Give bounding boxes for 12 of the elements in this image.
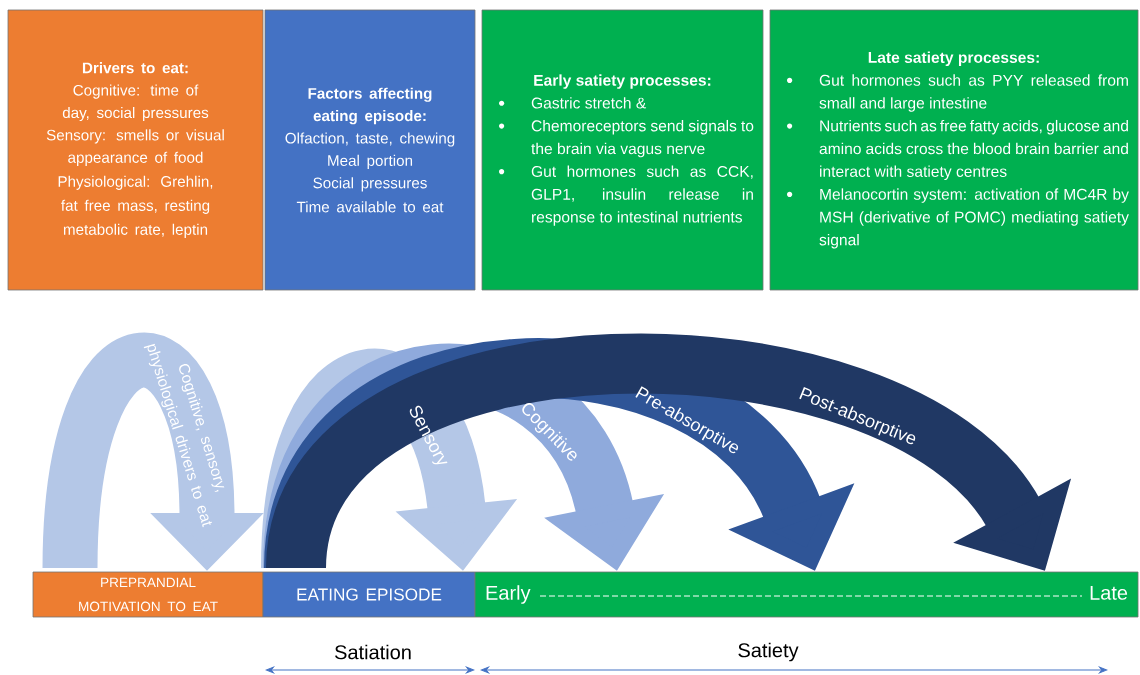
curved-arrow [264,338,855,573]
timeline-bar: PREPRANDIAL MOTIVATION TO EAT [32,571,264,618]
curved-arrow [263,344,665,571]
text-box: Late satiety processes: Gut hormones such as PYY released from small and large intestine Nutrients such as free fatty acids, glucose and amino acids cross the blood brain barrier and interact with satiety centres Melanocortin system: activation of MC4R by MSH (derivative of POMC) mediating satiety signal [769,9,1139,291]
span-label: Satiation [335,644,411,660]
curved-arrow [266,334,1072,574]
span-label: Satiety [738,642,799,662]
timeline-bar: Early Late [474,571,1139,618]
text-box: Drivers to eat: Cognitive: time of day, social pressures Sensory: smells or visual appearance of food Physiological: Grehlin, fat free mass, resting metabolic rate, leptin [7,9,264,291]
text-box: Factors affecting eating episode: Olfaction, taste, chewing Meal portion Social pressures Time available to eat [264,9,476,291]
timeline-bar: EATING EPISODE [262,571,476,618]
text-box: Early satiety processes: Gastric stretch & Chemoreceptors send signals to the brain via vagus nerve Gut hormones such as CCK, GLP1, insulin release in response to intestinal nutrients [481,9,764,291]
